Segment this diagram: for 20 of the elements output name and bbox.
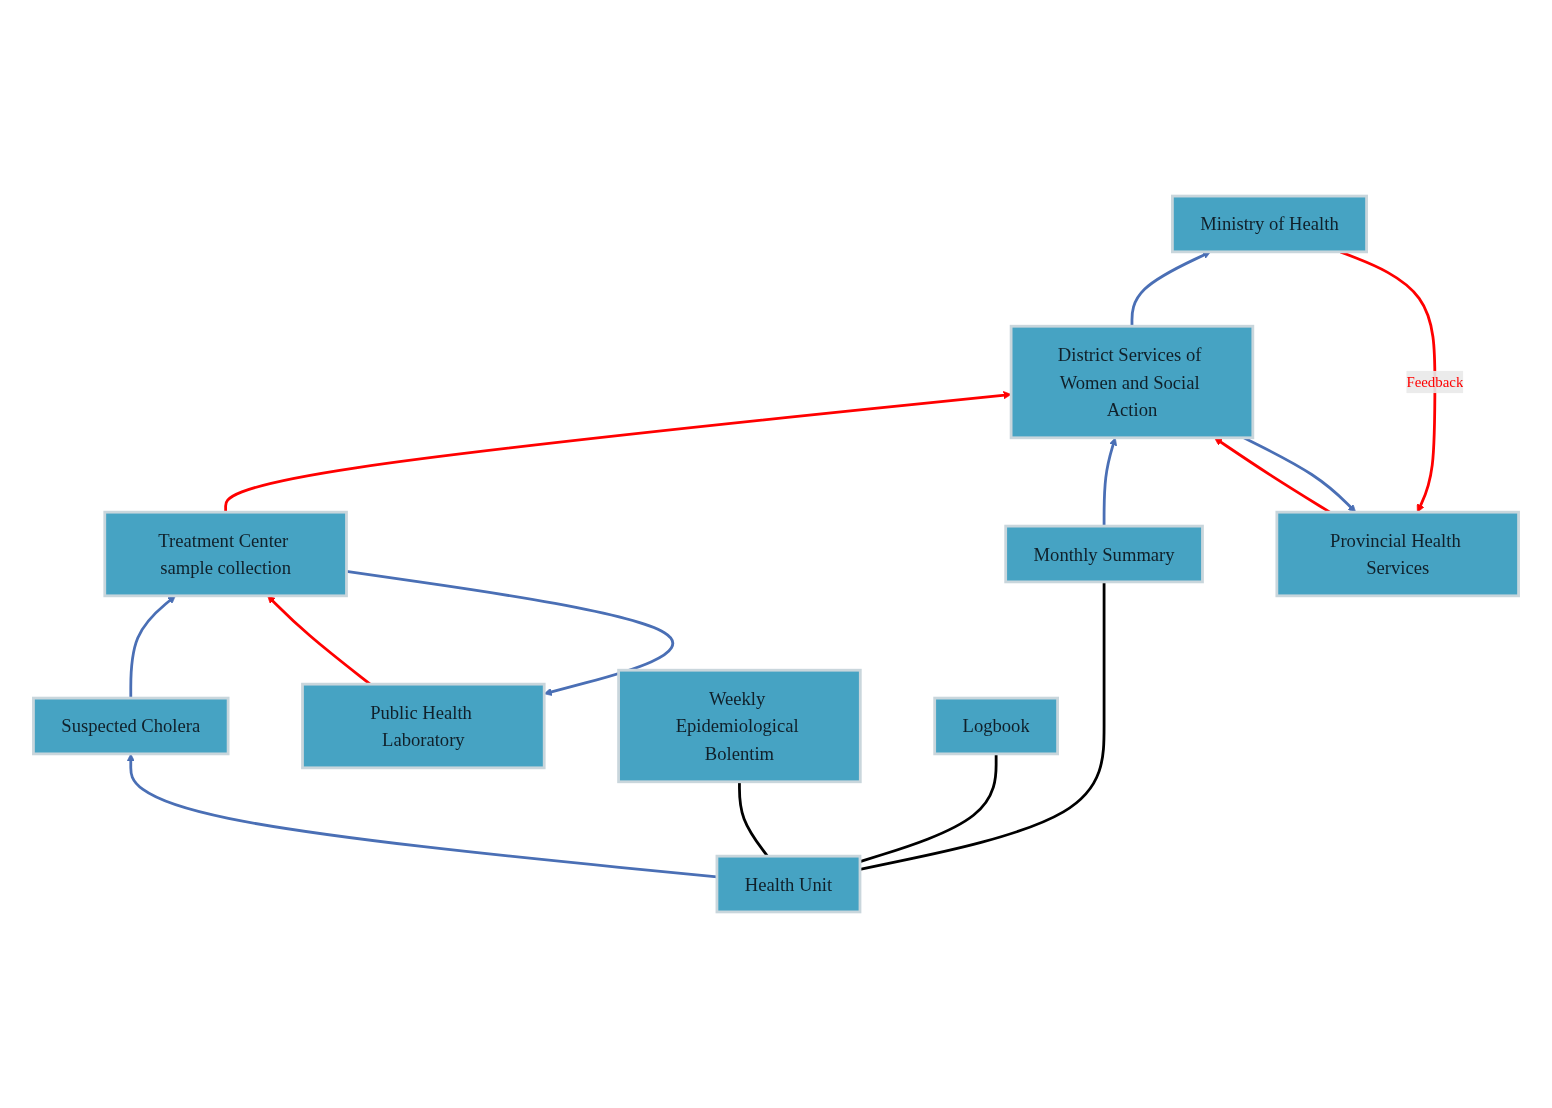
arrow <box>224 391 1012 513</box>
node-box: Weekly Epidemiological Bolentim <box>617 668 862 784</box>
arrow <box>1102 437 1118 527</box>
node-box: Provincial Health Services <box>1275 510 1520 598</box>
connector <box>859 753 998 863</box>
node-box: District Services of Women and Social Action <box>1009 324 1255 440</box>
arrow <box>129 595 176 699</box>
node-box: Logbook <box>933 696 1059 756</box>
arrow <box>1243 436 1357 513</box>
connector <box>859 581 1106 871</box>
edge-label: Feedback <box>1406 373 1464 390</box>
node-box: Treatment Center sample collection <box>103 510 348 598</box>
node-box: Monthly Summary <box>1004 524 1204 584</box>
node-box: Suspected Cholera <box>32 696 230 756</box>
node-box: Health Unit <box>715 854 862 914</box>
node-box: Ministry of Health <box>1171 194 1368 254</box>
arrow <box>346 570 674 696</box>
arrow <box>1130 251 1211 327</box>
node-box: Public Health Laboratory <box>301 682 546 770</box>
connector <box>738 781 769 857</box>
